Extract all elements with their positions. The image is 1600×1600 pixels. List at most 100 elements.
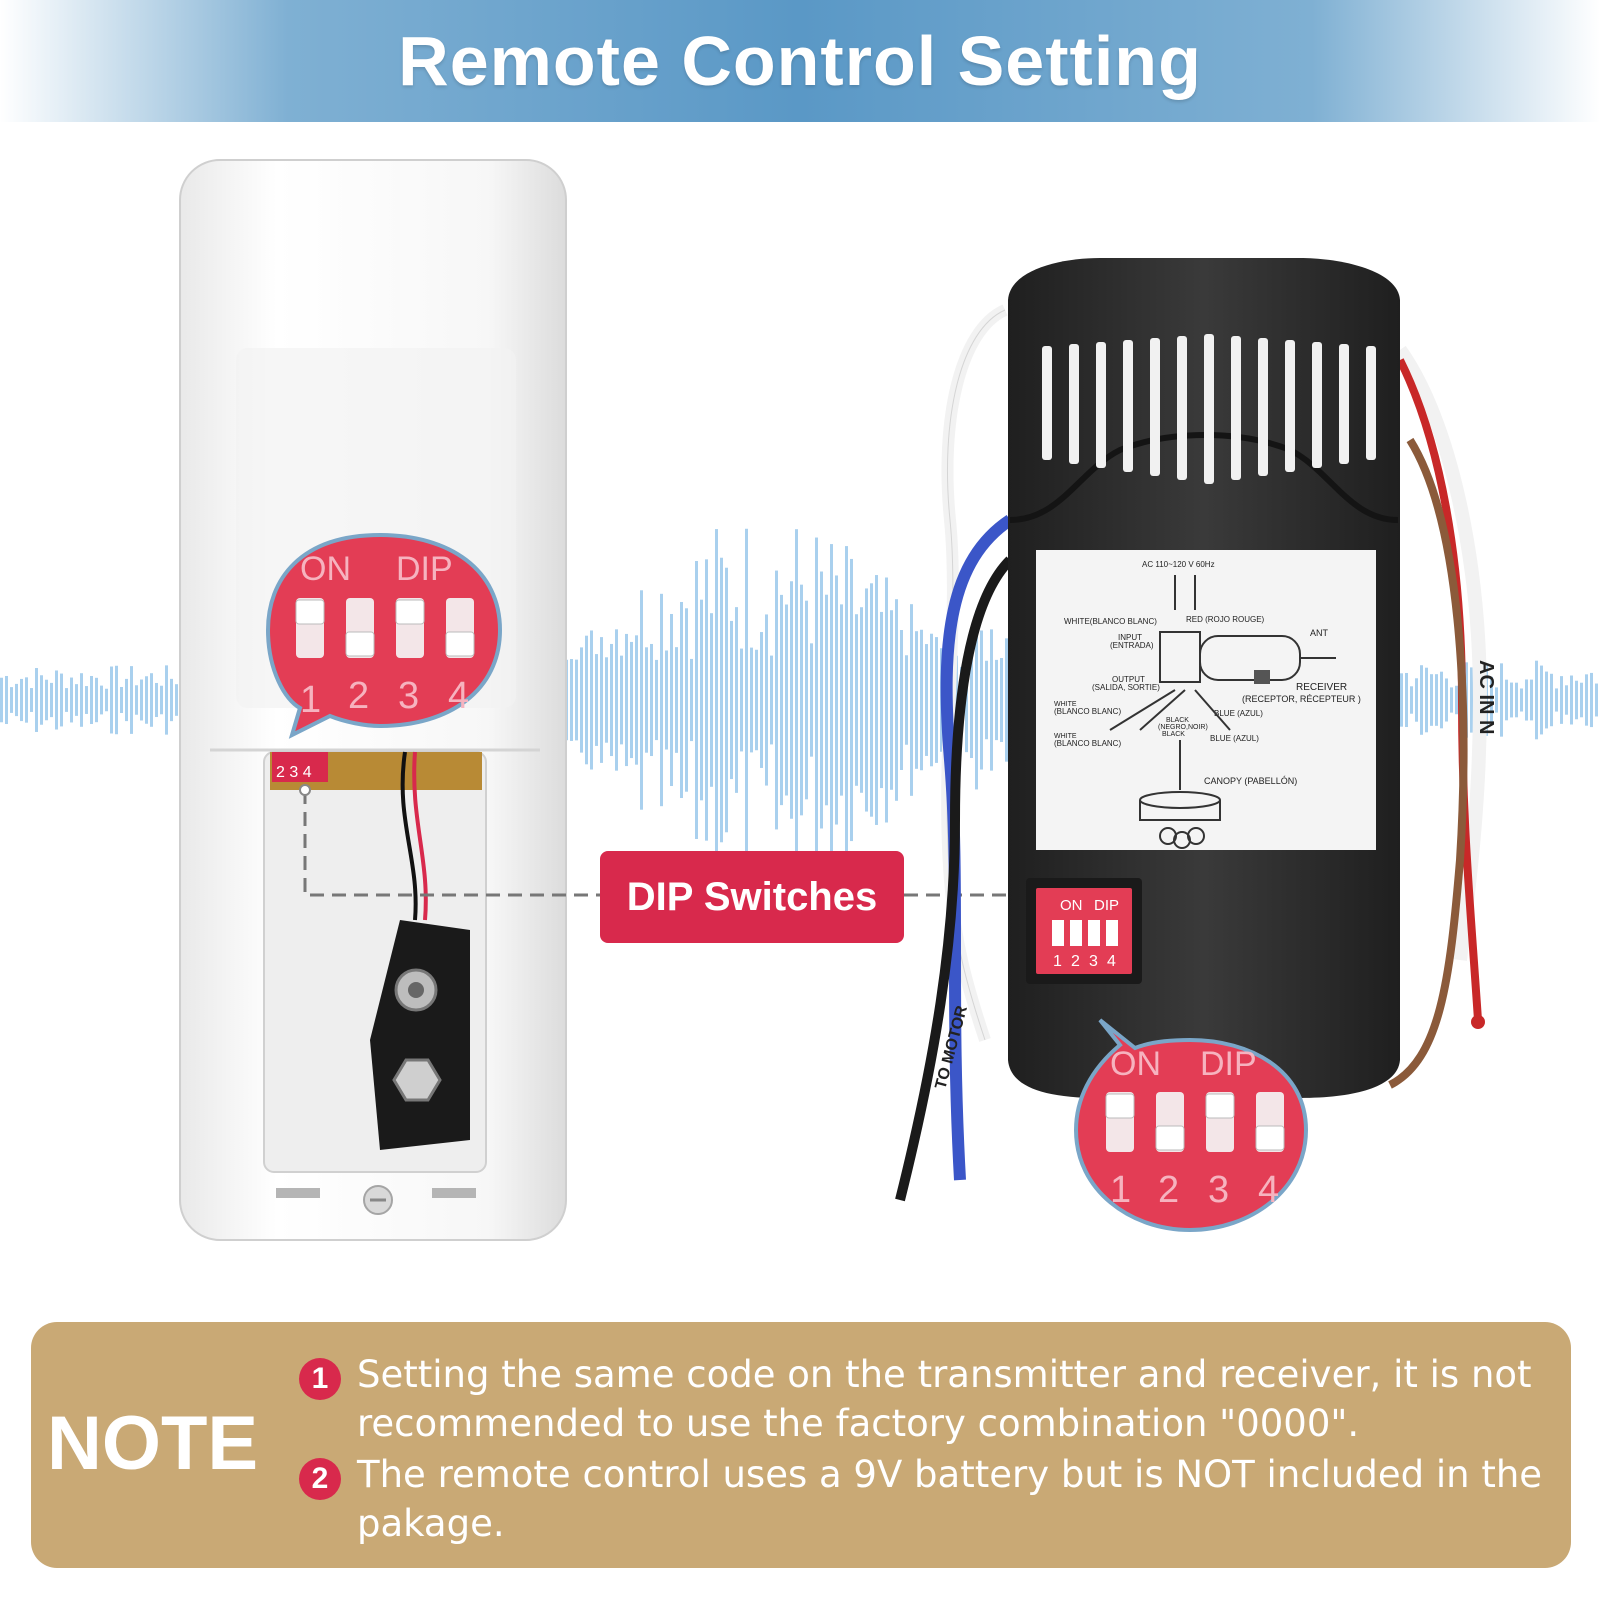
wave-bar <box>80 673 83 727</box>
wave-bar <box>990 629 993 771</box>
wave-bar <box>805 600 808 800</box>
note-number-badge: 2 <box>299 1458 341 1500</box>
wave-bar <box>1540 665 1543 735</box>
wave-bar <box>700 599 703 801</box>
wave-bar <box>665 650 668 750</box>
wave-bar <box>1420 665 1423 735</box>
svg-text:WHITE: WHITE <box>1054 733 1077 740</box>
svg-text:1: 1 <box>1110 1169 1131 1211</box>
wave-bar <box>0 677 3 723</box>
wave-bar <box>725 567 728 833</box>
wave-bar <box>715 529 718 871</box>
wave-bar <box>70 677 73 723</box>
wave-bar <box>905 655 908 745</box>
wave-bar <box>980 630 983 770</box>
wave-bar <box>1510 682 1513 718</box>
wave-bar <box>695 561 698 839</box>
wave-bar <box>1470 667 1473 733</box>
wave-bar <box>925 644 928 756</box>
dip-word-label: DIP <box>396 550 453 588</box>
vent-slot <box>1366 346 1376 460</box>
wave-bar <box>655 659 658 741</box>
svg-text:3: 3 <box>1208 1169 1229 1211</box>
wiring-label: AC 110~120 V 60Hz WHITE(BLANCO BLANC) RE… <box>1036 550 1376 850</box>
svg-text:ANT: ANT <box>1310 628 1329 638</box>
wave-bar <box>870 583 873 817</box>
wave-bar <box>60 673 63 727</box>
wave-bar <box>690 658 693 742</box>
note-title: NOTE <box>47 1401 259 1486</box>
wave-bar <box>1435 674 1438 726</box>
dip-number-1: 1 <box>300 679 321 721</box>
wave-bar <box>660 593 663 807</box>
dip-switch-row <box>295 598 475 658</box>
vent-slot <box>1069 344 1079 464</box>
wave-bar <box>740 648 743 752</box>
wave-bar <box>1560 676 1563 724</box>
wave-bar <box>825 594 828 806</box>
wave-bar <box>795 529 798 871</box>
wave-bar <box>865 588 868 812</box>
wave-bar <box>755 649 758 751</box>
svg-text:4: 4 <box>1107 953 1116 970</box>
wave-bar <box>90 675 93 725</box>
wave-bar <box>580 647 583 753</box>
svg-text:WHITE: WHITE <box>1054 701 1077 708</box>
wave-bar <box>810 643 813 757</box>
header-banner: Remote Control Setting <box>0 0 1600 122</box>
svg-text:(SALIDA, SORTIE): (SALIDA, SORTIE) <box>1092 683 1160 692</box>
wave-bar <box>650 643 653 757</box>
wave-bar <box>575 659 578 741</box>
wave-bar <box>595 654 598 746</box>
wave-bar <box>570 659 573 741</box>
wave-bar <box>745 528 748 872</box>
svg-text:(BLANCO BLANC): (BLANCO BLANC) <box>1054 707 1121 716</box>
wave-bar <box>770 655 773 745</box>
note-list: 1 Setting the same code on the transmitt… <box>299 1350 1549 1550</box>
wave-bar <box>1455 685 1458 715</box>
remote-transmitter: 2 3 4 ON DIP <box>179 159 567 1241</box>
wave-bar <box>170 678 173 722</box>
svg-text:RED (ROJO ROUGE): RED (ROJO ROUGE) <box>1186 615 1265 624</box>
wave-bar <box>785 604 788 796</box>
wave-bar <box>815 537 818 863</box>
wave-bar <box>640 590 643 810</box>
svg-text:3: 3 <box>1089 953 1098 970</box>
svg-text:RECEIVER: RECEIVER <box>1296 682 1347 693</box>
wave-bar <box>150 673 153 727</box>
wave-bar <box>625 633 628 767</box>
note-number-badge: 1 <box>299 1358 341 1400</box>
wave-bar <box>935 637 938 763</box>
vent-slot <box>1150 338 1160 476</box>
svg-text:1: 1 <box>1053 953 1062 970</box>
wave-bar <box>1545 671 1548 729</box>
wave-bar <box>765 614 768 786</box>
wave-bar <box>1005 638 1008 762</box>
pcb-dip-numbers: 2 3 4 <box>276 764 312 781</box>
svg-text:OUTPUT: OUTPUT <box>1112 675 1145 684</box>
wave-bar <box>830 544 833 856</box>
wave-bar <box>1530 679 1533 721</box>
dip-number-3: 3 <box>398 675 419 717</box>
svg-text:ON: ON <box>1110 1045 1161 1083</box>
wave-bar <box>110 666 113 734</box>
wave-bar <box>1595 683 1598 717</box>
wave-bar <box>915 631 918 769</box>
wave-bar <box>720 557 723 843</box>
dip-switches-callout: DIP Switches <box>600 851 904 943</box>
wave-bar <box>840 604 843 796</box>
svg-text:(NEGRO,NOIR): (NEGRO,NOIR) <box>1158 724 1208 731</box>
wave-bar <box>100 685 103 715</box>
wave-bar <box>1525 679 1528 721</box>
wave-bar <box>920 629 923 771</box>
wave-bar <box>635 635 638 765</box>
battery-clip <box>370 920 470 1150</box>
wave-bar <box>1405 672 1408 728</box>
wave-bar <box>1580 682 1583 718</box>
dip-number-4: 4 <box>448 675 469 717</box>
transmitter-dip-zoom: ON DIP 1 2 3 4 <box>265 532 503 739</box>
wave-bar <box>25 677 28 723</box>
wave-bar <box>155 682 158 718</box>
wave-bar <box>965 647 968 753</box>
wave-bar <box>630 641 633 759</box>
